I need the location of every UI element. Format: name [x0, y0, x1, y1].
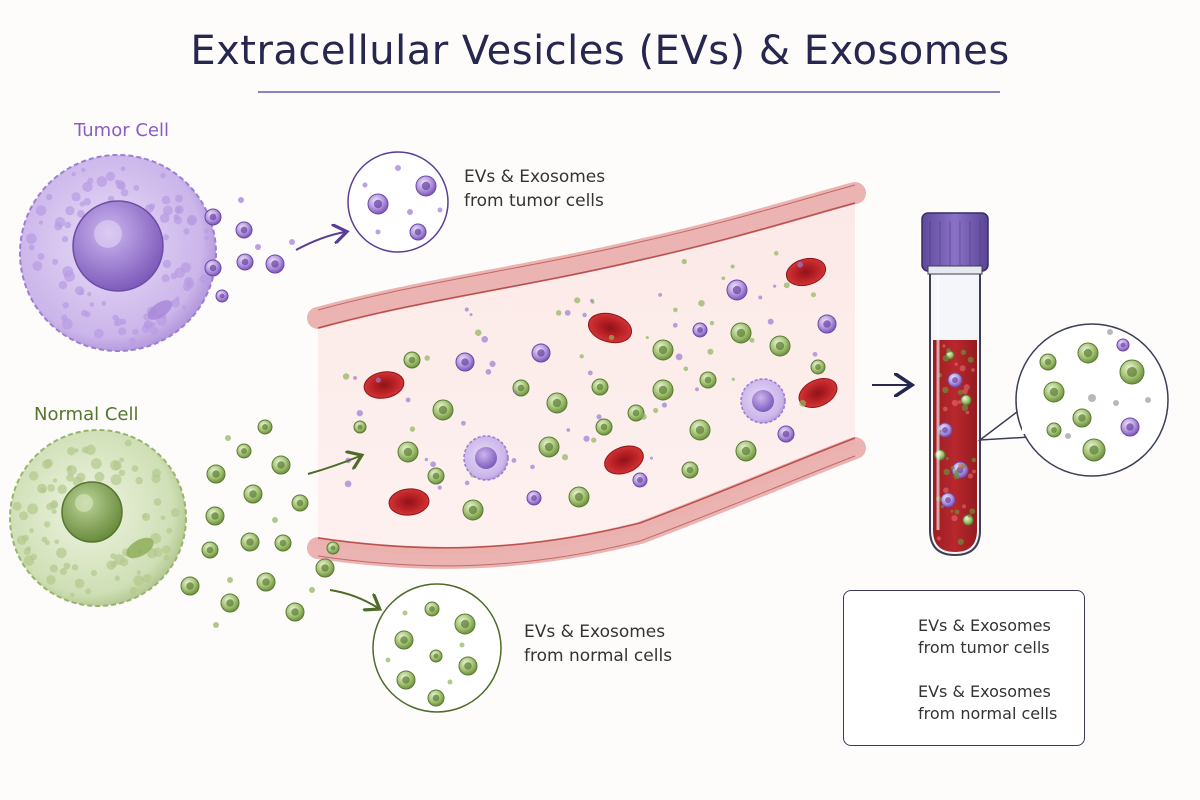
normal-vesicle [539, 437, 559, 457]
normal-vesicle [736, 441, 756, 461]
tumor-vesicle [236, 222, 252, 238]
normal-vesicle [459, 657, 477, 675]
tumor-vesicle [941, 493, 955, 507]
normal-vesicle [1120, 360, 1144, 384]
tumor-vesicle [818, 315, 836, 333]
normal-vesicle [1047, 423, 1061, 437]
normal-vesicle [272, 456, 290, 474]
tumor-cell-label: Tumor Cell [74, 120, 169, 141]
normal-vesicle [682, 462, 698, 478]
tumor-vesicle [1117, 339, 1129, 351]
normal-vesicle [398, 442, 418, 462]
blood-test-tube [922, 213, 988, 555]
tumor-vesicle [368, 194, 388, 214]
tumor-vesicle [456, 353, 474, 371]
tumor-vesicle [778, 426, 794, 442]
normal-vesicle [292, 495, 308, 511]
tumor-vesicle [216, 290, 228, 302]
normal-cell-illustration [10, 430, 186, 606]
arrow-normal-to-callout [330, 590, 378, 608]
normal-vesicle [463, 500, 483, 520]
normal-vesicle [202, 542, 218, 558]
tumor-cell-illustration [20, 155, 216, 351]
normal-vesicle [1073, 409, 1091, 427]
tumor-vesicle [266, 255, 284, 273]
legend-tumor-line1: EVs & Exosomes [918, 615, 1051, 637]
normal-cell-label: Normal Cell [34, 404, 139, 425]
page-title: Extracellular Vesicles (EVs) & Exosomes [0, 28, 1200, 74]
normal-vesicle [1083, 439, 1105, 461]
normal-released-vesicles [181, 420, 339, 628]
tumor-released-vesicles [205, 197, 295, 302]
legend-tumor-line2: from tumor cells [918, 637, 1051, 659]
normal-vesicle [592, 379, 608, 395]
normal-vesicle [547, 393, 567, 413]
normal-vesicle [1044, 382, 1064, 402]
tumor-vesicle [727, 280, 747, 300]
normal-vesicle [258, 420, 272, 434]
legend-normal-text: EVs & Exosomes from normal cells [918, 681, 1057, 725]
tumor-vesicle [948, 373, 962, 387]
normal-vesicle [244, 485, 262, 503]
tumor-vesicle [205, 260, 221, 276]
normal-vesicle [257, 573, 275, 591]
tumor-vesicle [532, 344, 550, 362]
normal-vesicle [513, 380, 529, 396]
callout-normal-line1: EVs & Exosomes [524, 620, 672, 644]
tumor-vesicle [205, 209, 221, 225]
tumor-vesicle [633, 473, 647, 487]
normal-vesicle [1078, 343, 1098, 363]
normal-vesicle [430, 650, 442, 662]
normal-vesicle [770, 336, 790, 356]
callout-tumor-line1: EVs & Exosomes [464, 165, 605, 189]
normal-vesicle [275, 535, 291, 551]
tumor-vesicle [416, 176, 436, 196]
normal-vesicle [237, 444, 251, 458]
legend-normal-line1: EVs & Exosomes [918, 681, 1057, 703]
normal-vesicle [433, 400, 453, 420]
callout-tumor-line2: from tumor cells [464, 189, 605, 213]
tumor-vesicle [527, 491, 541, 505]
normal-vesicle [653, 340, 673, 360]
normal-vesicle [397, 671, 415, 689]
tumor-vesicle [1121, 418, 1139, 436]
normal-vesicle [241, 533, 259, 551]
normal-vesicle [428, 468, 444, 484]
normal-vesicle [700, 372, 716, 388]
legend-box: EVs & Exosomes from tumor cells EVs & Ex… [843, 590, 1085, 746]
normal-vesicle [569, 487, 589, 507]
tumor-vesicle [938, 423, 952, 437]
tumor-vesicle [693, 323, 707, 337]
normal-vesicle [404, 352, 420, 368]
normal-vesicle [425, 602, 439, 616]
normal-vesicle [811, 360, 825, 374]
legend-tumor-text: EVs & Exosomes from tumor cells [918, 615, 1051, 659]
legend-normal-line2: from normal cells [918, 703, 1057, 725]
normal-vesicle [286, 603, 304, 621]
tumor-vesicle [410, 224, 426, 240]
normal-vesicle [428, 690, 444, 706]
tumor-vesicle [237, 254, 253, 270]
circulating-tumor-cell [741, 379, 785, 423]
normal-vesicle [1040, 354, 1056, 370]
normal-vesicle [316, 559, 334, 577]
normal-vesicle [731, 323, 751, 343]
arrow-tumor-to-callout [296, 232, 345, 250]
normal-vesicle [961, 395, 971, 405]
normal-vesicle [354, 421, 366, 433]
normal-vesicle [221, 594, 239, 612]
normal-vesicle [181, 577, 199, 595]
circulating-tumor-cell [464, 436, 508, 480]
callout-normal-text: EVs & Exosomes from normal cells [524, 620, 672, 668]
normal-vesicle [206, 507, 224, 525]
normal-vesicle [395, 631, 413, 649]
callout-normal-line2: from normal cells [524, 644, 672, 668]
normal-vesicle [690, 420, 710, 440]
normal-vesicle [653, 380, 673, 400]
callout-tumor-text: EVs & Exosomes from tumor cells [464, 165, 605, 213]
normal-vesicle [327, 542, 339, 554]
normal-vesicle [207, 465, 225, 483]
normal-vesicle [596, 419, 612, 435]
normal-vesicle [455, 614, 475, 634]
